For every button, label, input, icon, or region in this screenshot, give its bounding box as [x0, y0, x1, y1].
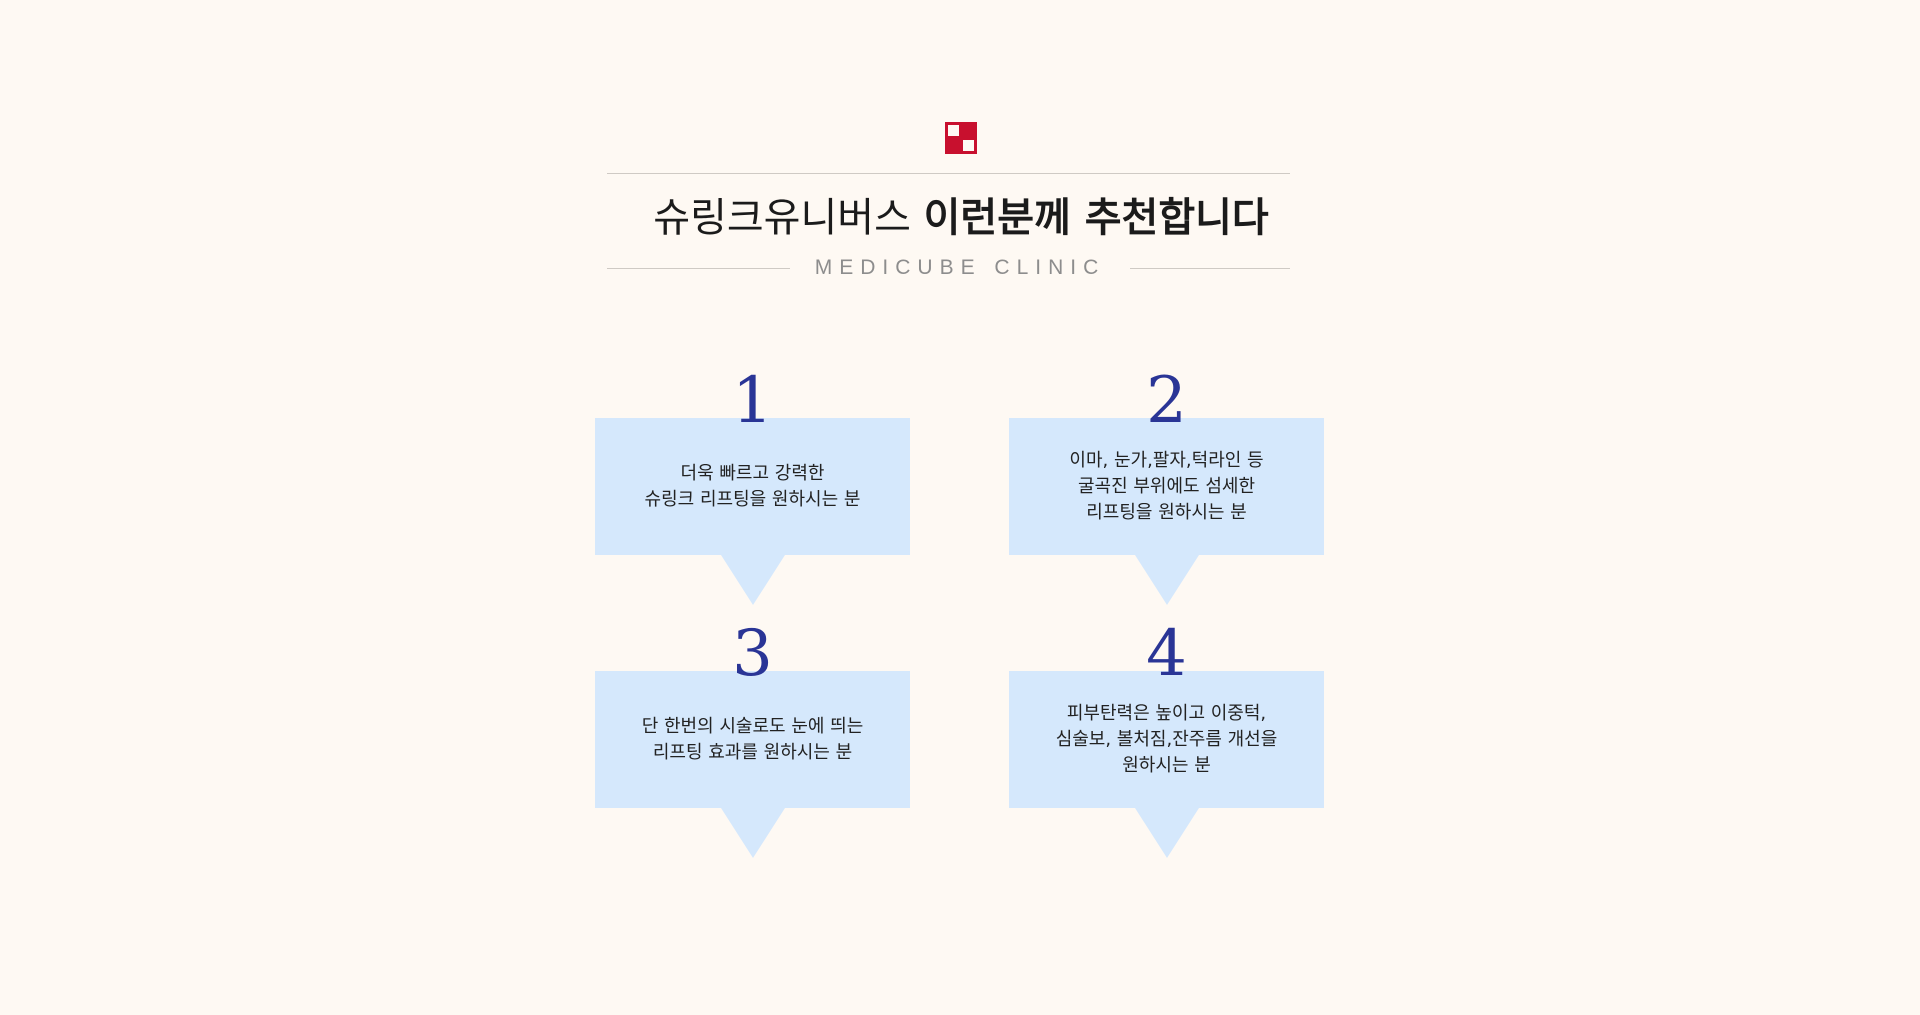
page-title-bold: 이런분께 추천합니다 [923, 195, 1269, 241]
card-number: 3 [732, 617, 773, 691]
card-text-line: 피부탄력은 높이고 이중턱, [1066, 702, 1267, 724]
card-text-line: 굴곡진 부위에도 섬세한 [1077, 475, 1256, 497]
recommendation-card-3: 단 한번의 시술로도 눈에 띄는 리프팅 효과를 원하시는 분 3 [595, 617, 910, 858]
page-title: 슈링크유니버스 이런분께 추천합니다 [600, 192, 1322, 244]
subtitle-divider-right [1130, 268, 1290, 269]
recommendation-card-4: 피부탄력은 높이고 이중턱, 심술보, 볼처짐,잔주름 개선을 원하시는 분 4 [1009, 617, 1324, 858]
card-text-line: 원하시는 분 [1122, 754, 1211, 776]
recommendation-card-2: 이마, 눈가,팔자,턱라인 등 굴곡진 부위에도 섬세한 리프팅을 원하시는 분… [1009, 364, 1324, 605]
card-speech-box: 더욱 빠르고 강력한 슈링크 리프팅을 원하시는 분 [595, 418, 910, 555]
card-pointer [721, 555, 785, 605]
card-number: 4 [1146, 617, 1187, 691]
page-subtitle: MEDICUBE CLINIC [814, 256, 1106, 279]
medical-cross-icon [945, 122, 977, 154]
page-title-light: 슈링크유니버스 [653, 195, 911, 241]
card-pointer [1135, 808, 1199, 858]
card-number: 2 [1146, 364, 1187, 438]
card-description: 단 한번의 시술로도 눈에 띄는 리프팅 효과를 원하시는 분 [603, 714, 903, 766]
card-pointer [721, 808, 785, 858]
card-text-line: 슈링크 리프팅을 원하시는 분 [644, 488, 861, 510]
card-text-line: 단 한번의 시술로도 눈에 띄는 [641, 715, 864, 737]
card-description: 이마, 눈가,팔자,턱라인 등 굴곡진 부위에도 섬세한 리프팅을 원하시는 분 [1017, 448, 1317, 526]
card-speech-box: 피부탄력은 높이고 이중턱, 심술보, 볼처짐,잔주름 개선을 원하시는 분 [1009, 671, 1324, 808]
card-text-line: 리프팅을 원하시는 분 [1086, 501, 1247, 523]
card-speech-box: 이마, 눈가,팔자,턱라인 등 굴곡진 부위에도 섬세한 리프팅을 원하시는 분 [1009, 418, 1324, 555]
subtitle-divider-left [607, 268, 790, 269]
card-description: 더욱 빠르고 강력한 슈링크 리프팅을 원하시는 분 [603, 461, 903, 513]
card-text-line: 더욱 빠르고 강력한 [680, 462, 825, 484]
card-pointer [1135, 555, 1199, 605]
recommendation-card-1: 더욱 빠르고 강력한 슈링크 리프팅을 원하시는 분 1 [595, 364, 910, 605]
header-divider-top [607, 173, 1290, 174]
card-description: 피부탄력은 높이고 이중턱, 심술보, 볼처짐,잔주름 개선을 원하시는 분 [1017, 701, 1317, 779]
card-text-line: 심술보, 볼처짐,잔주름 개선을 [1055, 728, 1278, 750]
card-text-line: 리프팅 효과를 원하시는 분 [652, 741, 853, 763]
card-text-line: 이마, 눈가,팔자,턱라인 등 [1069, 449, 1264, 471]
card-speech-box: 단 한번의 시술로도 눈에 띄는 리프팅 효과를 원하시는 분 [595, 671, 910, 808]
card-number: 1 [732, 364, 773, 438]
